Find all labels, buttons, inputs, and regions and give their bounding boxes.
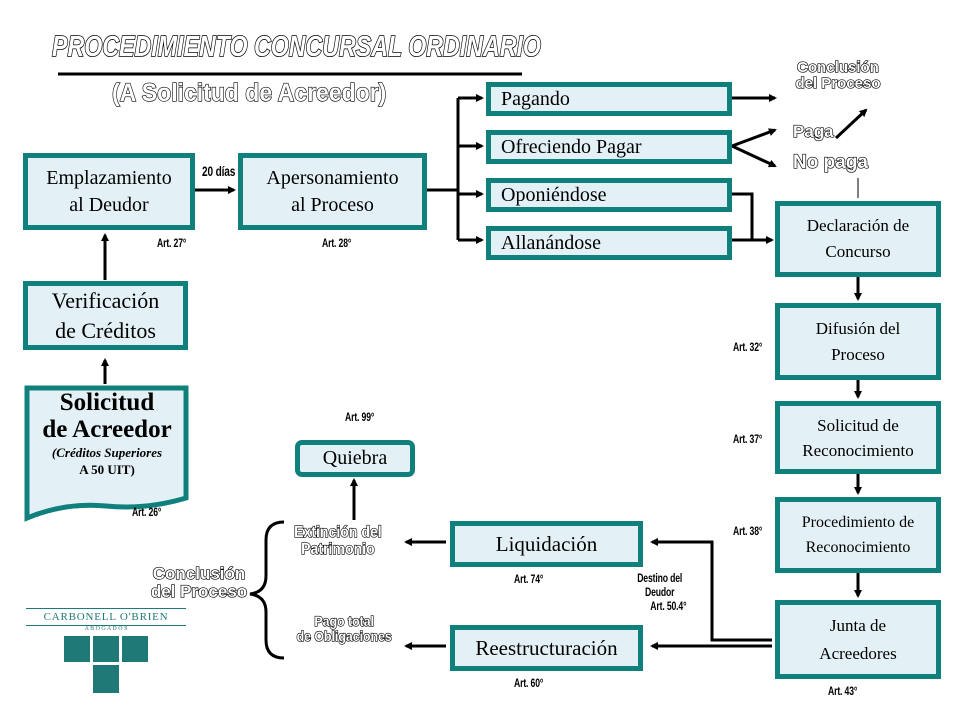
brace bbox=[249, 520, 285, 660]
liquidacion-node: Liquidación bbox=[450, 521, 643, 567]
allanandose-label: Allanándose bbox=[501, 231, 601, 254]
destino-line2: Deudor bbox=[645, 585, 675, 599]
conclusion-bottom-label: Conclusión del Proceso bbox=[140, 564, 258, 601]
art43-label: Art. 43° bbox=[828, 684, 858, 698]
art99-label: Art. 99° bbox=[345, 410, 375, 424]
pago-total-label: Pago total de Obligaciones bbox=[287, 613, 401, 644]
apersonamiento-line2: al Proceso bbox=[291, 193, 374, 216]
destino-label: Destino del Deudor Art. 50.4° bbox=[633, 571, 686, 613]
difusion-line2: Proceso bbox=[831, 344, 885, 364]
procedimiento-reconocimiento-line2: Reconocimiento bbox=[805, 539, 911, 556]
ofreciendo-label: Ofreciendo Pagar bbox=[501, 135, 642, 158]
apersonamiento-node: Apersonamiento al Proceso bbox=[238, 153, 427, 230]
solicitud-title-line2: de Acreedor bbox=[42, 416, 172, 443]
oponiendose-label: Oponiéndose bbox=[501, 183, 607, 206]
reestructuracion-label: Reestructuración bbox=[475, 635, 618, 660]
destino-line1: Destino del bbox=[637, 571, 683, 585]
no-paga-label: No paga bbox=[792, 152, 868, 173]
conclusion-top-line1: Conclusión bbox=[797, 59, 880, 76]
logo-name: CARBONELL O'BRIEN bbox=[26, 608, 186, 623]
ofreciendo-node: Ofreciendo Pagar bbox=[486, 130, 732, 164]
solicitud-note-line2: A 50 UIT) bbox=[79, 462, 135, 477]
arrow-paga-conclusion bbox=[834, 108, 868, 140]
conclusion-top-line2: del Proceso bbox=[795, 74, 881, 92]
logo-block-4 bbox=[93, 665, 119, 693]
verificacion-line2: de Créditos bbox=[55, 317, 156, 343]
extincion-line2: Patrimonio bbox=[301, 540, 376, 558]
art26-label: Art. 26° bbox=[132, 505, 162, 519]
procedimiento-reconocimiento-line1: Procedimiento de bbox=[801, 514, 915, 531]
apersonamiento-line1: Apersonamiento bbox=[266, 166, 399, 189]
solicitud-reconocimiento-node: Solicitud de Reconocimiento bbox=[775, 401, 941, 474]
junta-node: Junta de Acreedores bbox=[775, 600, 941, 679]
destino-line3: Art. 50.4° bbox=[650, 599, 687, 613]
junta-line1: Junta de bbox=[829, 615, 887, 635]
junta-line2: Acreedores bbox=[819, 643, 897, 663]
conclusion-top-label: Conclusión del Proceso bbox=[782, 59, 894, 92]
emplazamiento-line1: Emplazamiento bbox=[46, 166, 172, 189]
oponiendose-node: Oponiéndose bbox=[486, 178, 732, 212]
quiebra-label: Quiebra bbox=[322, 447, 388, 469]
extincion-label: Extinción del Patrimonio bbox=[286, 524, 390, 559]
art37-label: Art. 37° bbox=[733, 432, 763, 446]
declaracion-line2: Concurso bbox=[825, 242, 891, 261]
arrow-ofreciendo-paga bbox=[731, 128, 777, 148]
solicitud-note-line1: (Créditos Superiores bbox=[51, 445, 163, 460]
extincion-line1: Extinción del bbox=[294, 524, 383, 542]
emplazamiento-line2: al Deudor bbox=[69, 193, 149, 216]
liquidacion-label: Liquidación bbox=[495, 531, 598, 556]
logo-block-2 bbox=[93, 636, 119, 662]
conclusion-bottom-line1: Conclusión bbox=[152, 564, 246, 583]
verificacion-line1: Verificación bbox=[51, 287, 160, 313]
logo-sub: A B O G A D O S bbox=[26, 625, 186, 632]
solicitud-reconocimiento-line1: Solicitud de bbox=[817, 415, 899, 435]
art74-label: Art. 74° bbox=[514, 572, 544, 586]
pagando-node: Pagando bbox=[486, 82, 732, 116]
paga-label: Paga bbox=[792, 122, 834, 141]
art27-label: Art. 27° bbox=[157, 236, 187, 250]
connector-oponiendose bbox=[732, 192, 754, 240]
verificacion-node: Verificación de Créditos bbox=[23, 281, 188, 350]
difusion-node: Difusión del Proceso bbox=[775, 303, 941, 380]
page-subtitle: (A Solicitud de Acreedor) bbox=[111, 79, 387, 107]
art38-label: Art. 38° bbox=[733, 524, 763, 538]
logo: CARBONELL O'BRIEN A B O G A D O S bbox=[26, 608, 186, 694]
conclusion-bottom-line2: del Proceso bbox=[150, 581, 248, 601]
solicitud-reconocimiento-line2: Reconocimiento bbox=[802, 440, 914, 460]
page-title: PROCEDIMIENTO CONCURSAL ORDINARIO bbox=[51, 31, 541, 64]
logo-block-1 bbox=[64, 636, 90, 662]
procedimiento-reconocimiento-node: Procedimiento de Reconocimiento bbox=[775, 497, 941, 573]
emplazamiento-node: Emplazamiento al Deudor bbox=[23, 153, 195, 230]
declaracion-line1: Declaración de bbox=[806, 216, 910, 235]
art32-label: Art. 32° bbox=[733, 340, 763, 354]
logo-block-3 bbox=[122, 636, 148, 662]
solicitud-title-line1: Solicitud bbox=[59, 389, 155, 416]
pago-total-line1: Pago total bbox=[314, 613, 375, 629]
allanandose-node: Allanándose bbox=[486, 226, 732, 260]
difusion-line1: Difusión del bbox=[815, 318, 901, 338]
declaracion-node: Declaración de Concurso bbox=[775, 201, 941, 277]
art60-label: Art. 60° bbox=[514, 676, 544, 690]
quiebra-node: Quiebra bbox=[295, 440, 415, 477]
art28-label: Art. 28° bbox=[322, 236, 352, 250]
solicitud-node: Solicitud de Acreedor (Créditos Superior… bbox=[27, 388, 187, 506]
reestructuracion-node: Reestructuración bbox=[450, 625, 643, 671]
arrow-ofreciendo-nopaga bbox=[731, 144, 777, 168]
dias-label: 20 días bbox=[202, 163, 236, 179]
arrow-junta-liquidacion bbox=[650, 538, 772, 642]
pagando-label: Pagando bbox=[501, 87, 570, 110]
pago-total-line2: de Obligaciones bbox=[296, 627, 392, 644]
